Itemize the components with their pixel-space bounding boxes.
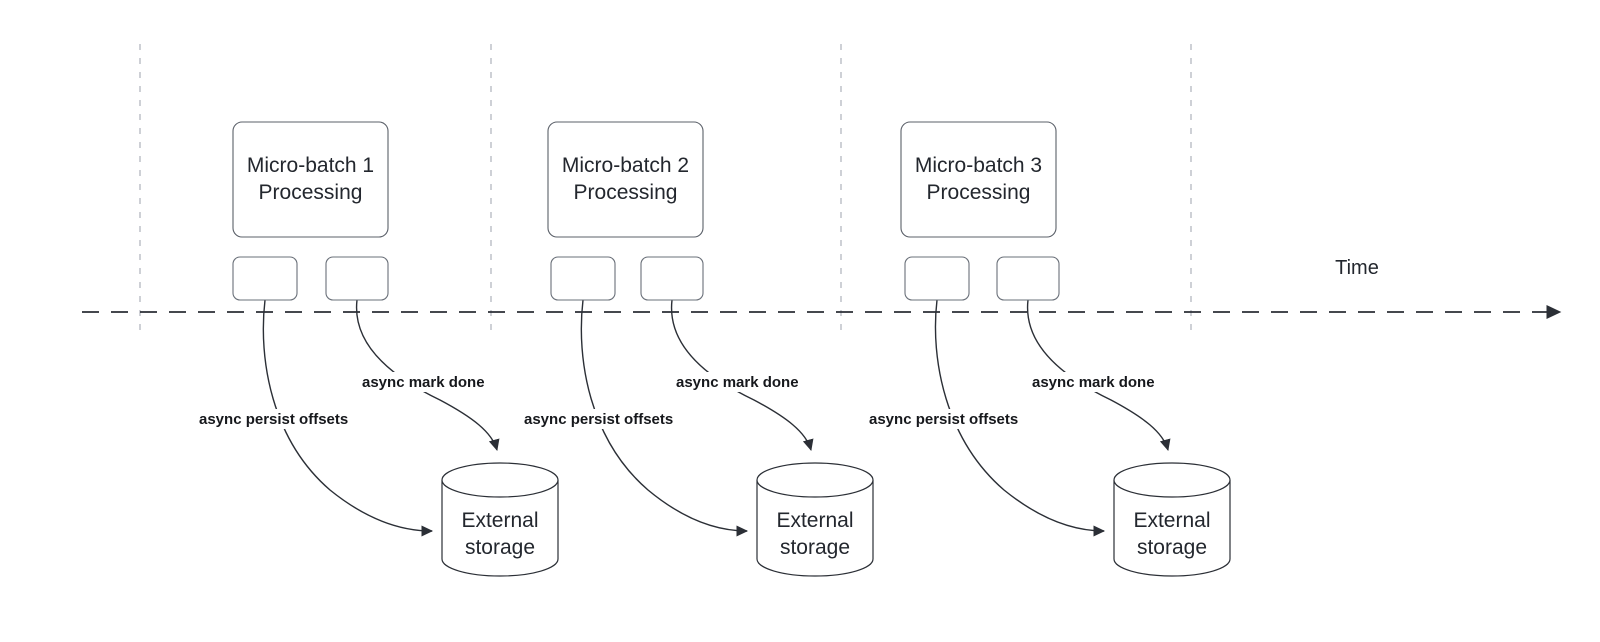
mb1-task-b-box[interactable] xyxy=(325,256,389,301)
micro-batch-1-title-line2: Processing xyxy=(259,181,363,204)
mb3-persist-offsets-label-bg xyxy=(865,409,1047,429)
micro-batch-2-title-line2: Processing xyxy=(574,181,678,204)
mb1-mark-done-label-bg xyxy=(358,372,504,392)
external-storage-3-label-line1: External xyxy=(1133,509,1210,532)
external-storage-1-label-line1: External xyxy=(461,509,538,532)
external-storage-3-label-line2: storage xyxy=(1137,536,1207,559)
micro-batch-3-group: Micro-batch 3 Processing async mark done… xyxy=(865,121,1231,577)
micro-batch-2-title-line1: Micro-batch 2 xyxy=(562,154,689,177)
mb2-task-b-box[interactable] xyxy=(640,256,704,301)
external-storage-1-label-line2: storage xyxy=(465,536,535,559)
mb2-mark-done-curve xyxy=(670,299,814,452)
external-storage-2[interactable]: External storage xyxy=(756,462,874,577)
external-storage-2-body xyxy=(756,480,874,577)
mb2-persist-offsets-label: async persist offsets xyxy=(524,411,673,428)
micro-batch-2-group: Micro-batch 2 Processing async mark done… xyxy=(520,121,874,577)
micro-batch-2-box[interactable] xyxy=(547,121,704,238)
time-axis-label: Time xyxy=(1335,257,1379,279)
mb2-persist-offsets-curve xyxy=(580,299,749,537)
mb3-mark-done-label: async mark done xyxy=(1032,374,1155,391)
mb1-persist-offsets-curve xyxy=(262,299,434,537)
mb1-persist-offsets-label-bg xyxy=(195,409,377,429)
mb1-persist-offsets-label: async persist offsets xyxy=(199,411,348,428)
mb3-persist-offsets-curve xyxy=(934,299,1106,537)
mb3-mark-done-curve xyxy=(1026,299,1171,452)
external-storage-2-label-line2: storage xyxy=(780,536,850,559)
micro-batch-3-box[interactable] xyxy=(900,121,1057,238)
external-storage-1-top xyxy=(441,462,559,498)
micro-batch-1-box[interactable] xyxy=(232,121,389,238)
external-storage-3[interactable]: External storage xyxy=(1113,462,1231,577)
mb1-mark-done-curve xyxy=(355,299,500,452)
external-storage-3-body xyxy=(1113,480,1231,577)
mb2-mark-done-label-bg xyxy=(672,372,818,392)
mb1-task-a-box[interactable] xyxy=(232,256,298,301)
mb2-persist-offsets-label-bg xyxy=(520,409,702,429)
timeline-boundary-ticks xyxy=(139,44,1192,332)
external-storage-1[interactable]: External storage xyxy=(441,462,559,577)
micro-batch-1-group: Micro-batch 1 Processing async mark done… xyxy=(195,121,559,577)
mb3-persist-offsets-label: async persist offsets xyxy=(869,411,1018,428)
external-storage-3-top xyxy=(1113,462,1231,498)
mb2-task-a-box[interactable] xyxy=(550,256,616,301)
mb1-mark-done-label: async mark done xyxy=(362,374,485,391)
mb2-mark-done-label: async mark done xyxy=(676,374,799,391)
mb3-mark-done-label-bg xyxy=(1028,372,1174,392)
micro-batch-3-title-line1: Micro-batch 3 xyxy=(915,154,1042,177)
mb3-task-a-box[interactable] xyxy=(904,256,970,301)
mb3-task-b-box[interactable] xyxy=(996,256,1060,301)
external-storage-2-top xyxy=(756,462,874,498)
external-storage-2-label-line1: External xyxy=(776,509,853,532)
micro-batch-3-title-line2: Processing xyxy=(927,181,1031,204)
micro-batch-1-title-line1: Micro-batch 1 xyxy=(247,154,374,177)
external-storage-1-body xyxy=(441,480,559,577)
